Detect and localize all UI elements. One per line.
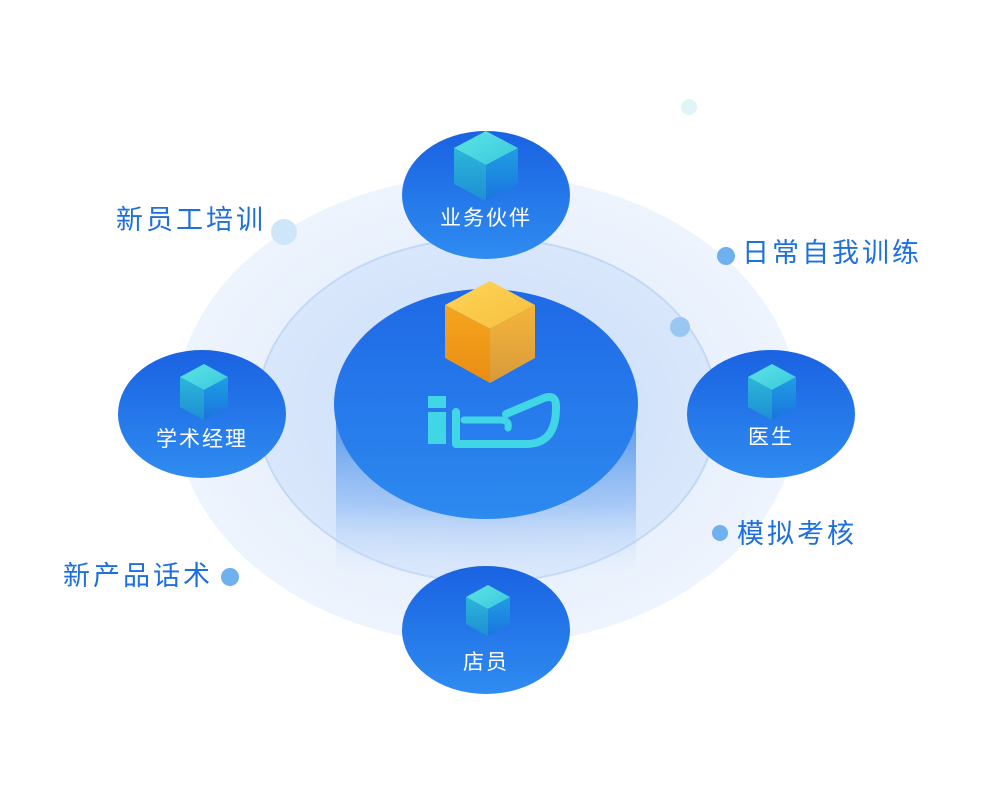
hand-logo-icon: [428, 393, 560, 448]
node-label-partner: 业务伙伴: [440, 206, 532, 230]
bullet-dot: [221, 568, 239, 586]
cube-icon: [466, 585, 510, 636]
center-platform: [334, 289, 638, 519]
gold-cube-icon: [445, 281, 535, 383]
bullet-dot: [712, 525, 728, 541]
cube-icon: [180, 364, 228, 420]
cube-icon: [454, 131, 518, 201]
feature-daily-training: 日常自我训练: [742, 238, 922, 269]
float-dot: [271, 219, 297, 245]
float-dot: [681, 99, 697, 115]
feature-product-script: 新产品话术: [63, 561, 213, 592]
node-label-doctor: 医生: [748, 425, 794, 449]
node-label-manager: 学术经理: [156, 427, 248, 451]
feature-mock-exam: 模拟考核: [737, 519, 857, 550]
feature-onboarding: 新员工培训: [116, 205, 266, 236]
bullet-dot: [717, 247, 735, 265]
cube-icon: [748, 364, 796, 420]
node-label-clerk: 店员: [463, 650, 509, 674]
float-dot: [670, 317, 690, 337]
